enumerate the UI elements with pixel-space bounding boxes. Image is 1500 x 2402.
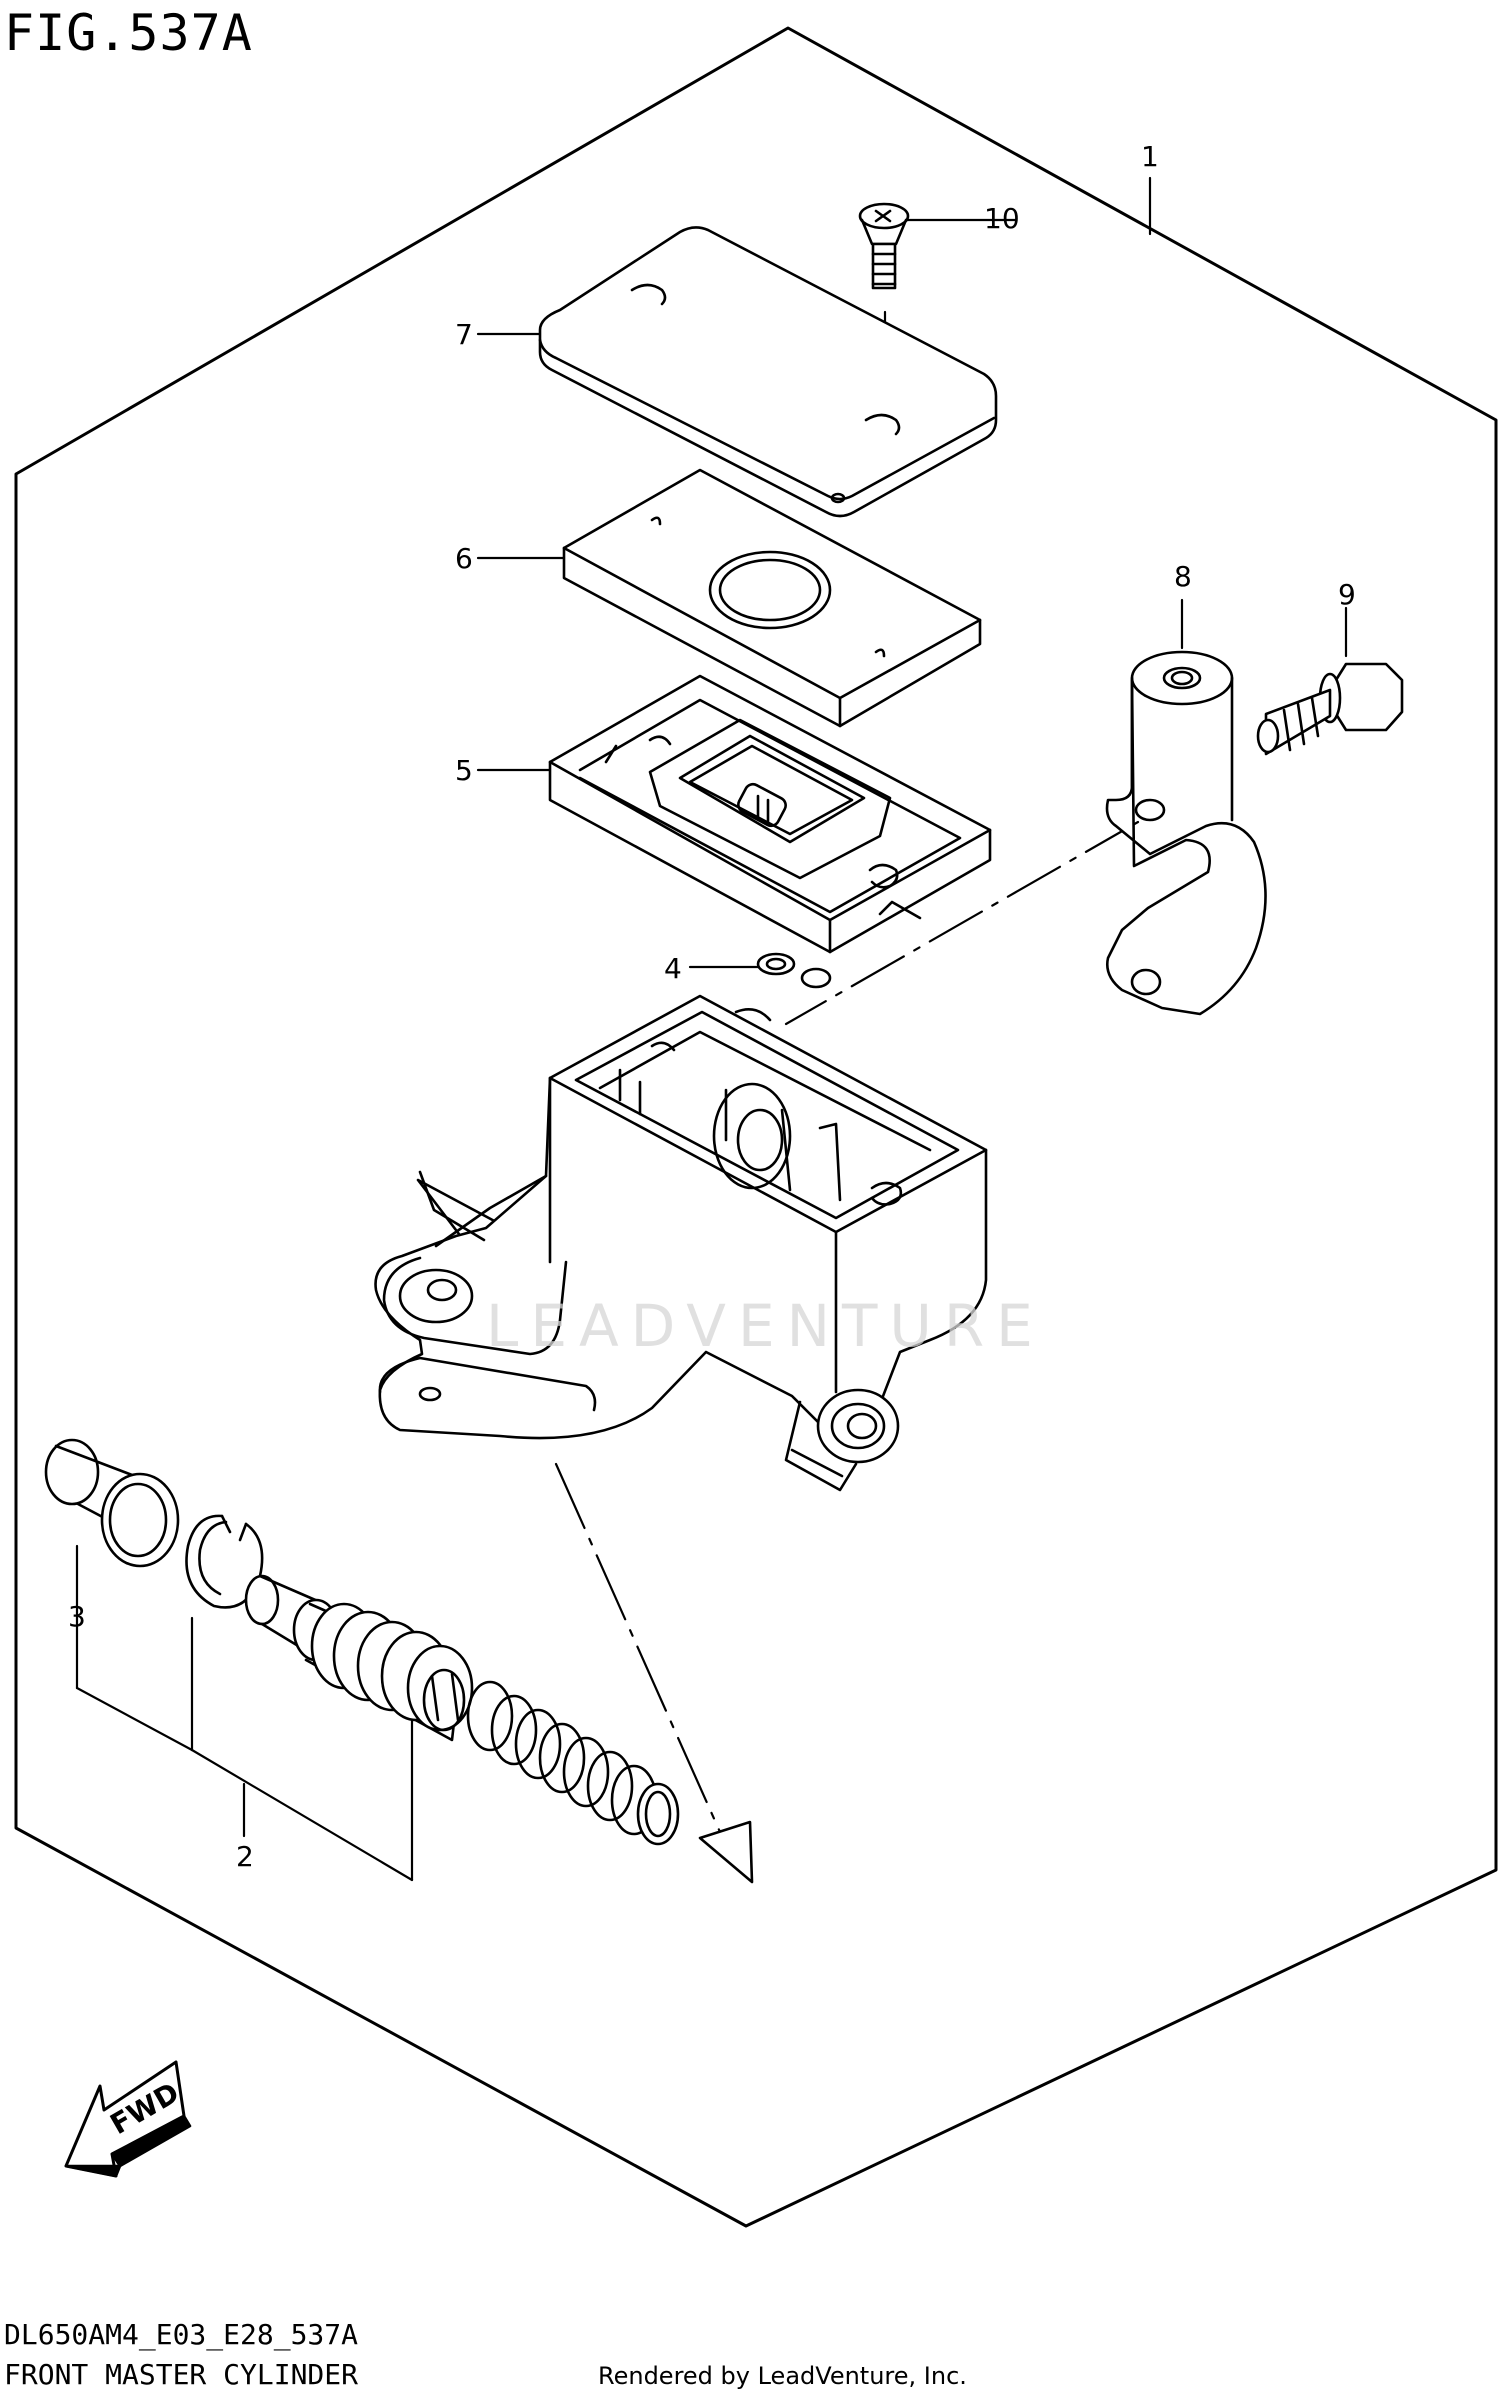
assembly-arrow-head (700, 1822, 752, 1882)
reservoir-cap-part-7 (540, 227, 996, 516)
ring-part-4 (758, 954, 830, 987)
callout-1[interactable]: 1 (1141, 140, 1159, 173)
model-code: DL650AM4_E03_E28_537A (4, 2318, 359, 2351)
callout-5[interactable]: 5 (455, 754, 473, 787)
fwd-arrow-icon (66, 2062, 190, 2176)
callout-8[interactable]: 8 (1174, 560, 1192, 593)
callout-3[interactable]: 3 (68, 1600, 86, 1633)
diaphragm-part-6 (564, 470, 980, 726)
bolt-part-9 (1258, 664, 1402, 754)
figure-title: FIG.537A (4, 4, 253, 62)
callout-6[interactable]: 6 (455, 542, 473, 575)
spring (468, 1682, 678, 1844)
callout-2[interactable]: 2 (236, 1840, 254, 1873)
assembly-boundary (16, 28, 1496, 2226)
watermark: LEADVENTURE (486, 1292, 1045, 1360)
boot-part-3 (46, 1440, 178, 1566)
callout-9[interactable]: 9 (1338, 578, 1356, 611)
master-cylinder-body (376, 996, 986, 1490)
render-credit: Rendered by LeadVenture, Inc. (598, 2362, 967, 2390)
screw-part-10 (860, 204, 908, 288)
callout-7[interactable]: 7 (455, 318, 473, 351)
circlip (186, 1516, 262, 1608)
holder-part-8 (1107, 652, 1266, 1014)
callout-4[interactable]: 4 (664, 952, 682, 985)
diagram-name: FRONT MASTER CYLINDER (4, 2358, 359, 2391)
diaphragm-plate-part-5 (550, 676, 990, 952)
piston (246, 1576, 472, 1740)
leader-lines (77, 178, 1346, 1880)
callout-10[interactable]: 10 (984, 202, 1020, 235)
